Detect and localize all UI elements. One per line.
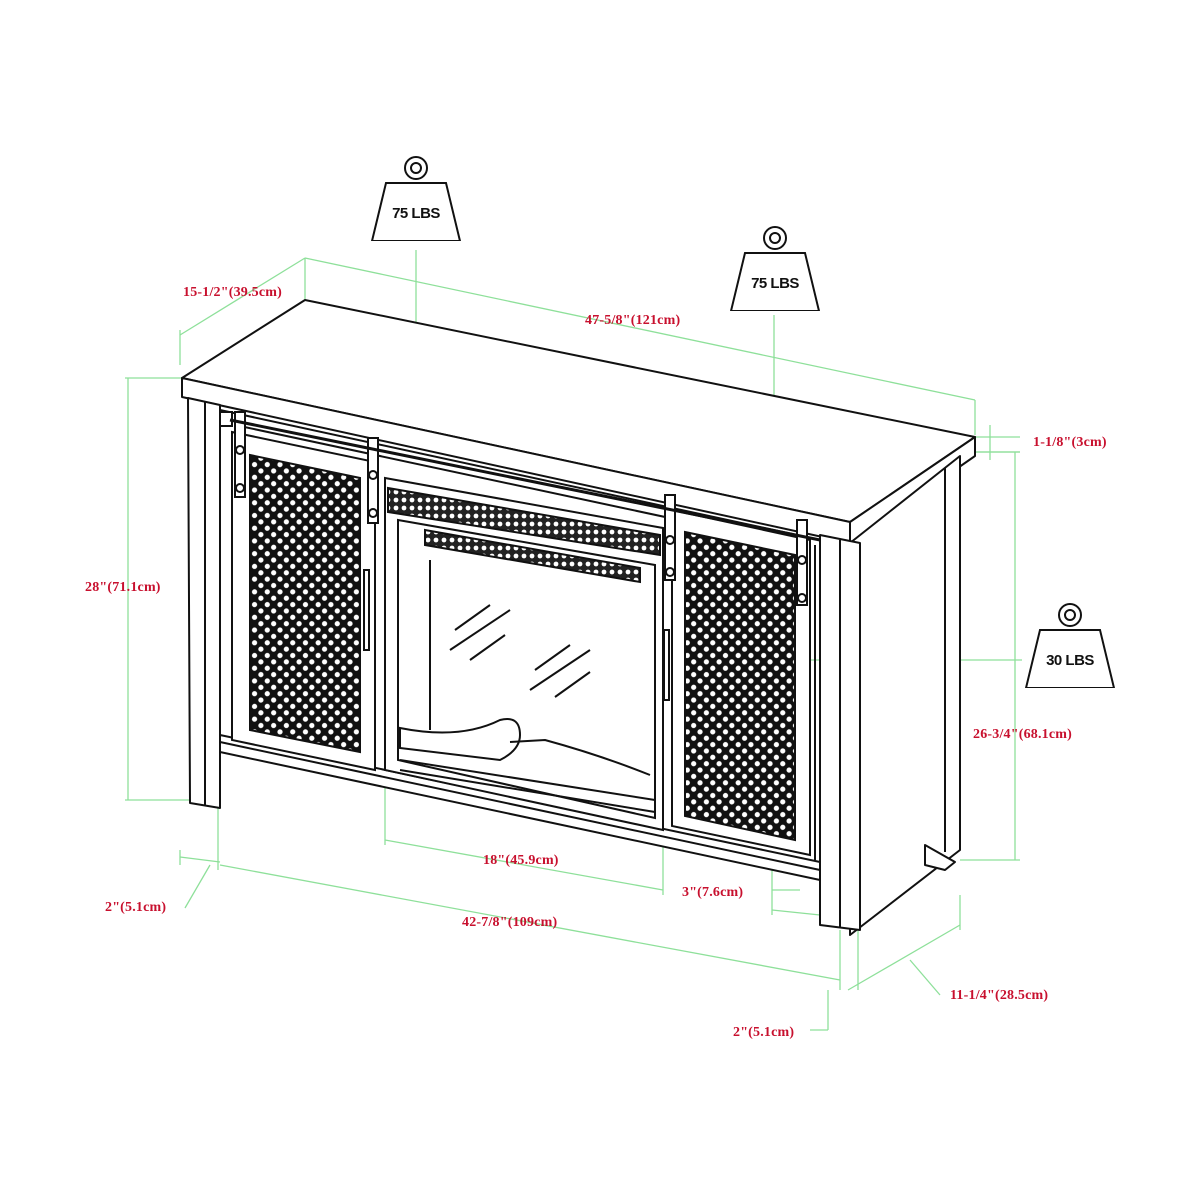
dim-fireplace-width: 18"(45.9cm): [483, 853, 559, 868]
dim-base-depth: 11-1/4"(28.5cm): [950, 988, 1049, 1003]
barn-door-track: [229, 418, 821, 542]
dim-depth-top: 15-1/2"(39.5cm): [183, 285, 283, 300]
weight-label: 30 LBS: [1046, 652, 1094, 669]
weight-capacity-top-left: 75 LBS: [368, 155, 464, 241]
dim-width-top: 47-5/8"(121cm): [585, 313, 681, 328]
dim-inner-height: 26-3/4"(68.1cm): [973, 727, 1073, 742]
dim-overall-height: 28"(71.1cm): [85, 580, 161, 595]
weight-label: 75 LBS: [392, 205, 440, 222]
cabinet-outline: [181, 299, 976, 936]
right-barn-door: [664, 494, 816, 860]
weight-capacity-shelf: 30 LBS: [1022, 602, 1118, 688]
dim-bottom-clearance: 3"(7.6cm): [682, 885, 744, 900]
weight-icon: [1024, 603, 1116, 688]
weight-icon: [729, 226, 821, 311]
weight-icon: [370, 156, 462, 241]
dim-leg-width-right: 2"(5.1cm): [733, 1025, 795, 1040]
fireplace-insert: [384, 476, 670, 832]
dim-base-width: 42-7/8"(109cm): [462, 915, 558, 930]
dim-top-thickness: 1-1/8"(3cm): [1033, 435, 1107, 450]
weight-capacity-top-right: 75 LBS: [727, 225, 823, 311]
weight-label: 75 LBS: [751, 275, 799, 292]
left-barn-door: [219, 411, 379, 772]
dim-leg-width-left: 2"(5.1cm): [105, 900, 167, 915]
